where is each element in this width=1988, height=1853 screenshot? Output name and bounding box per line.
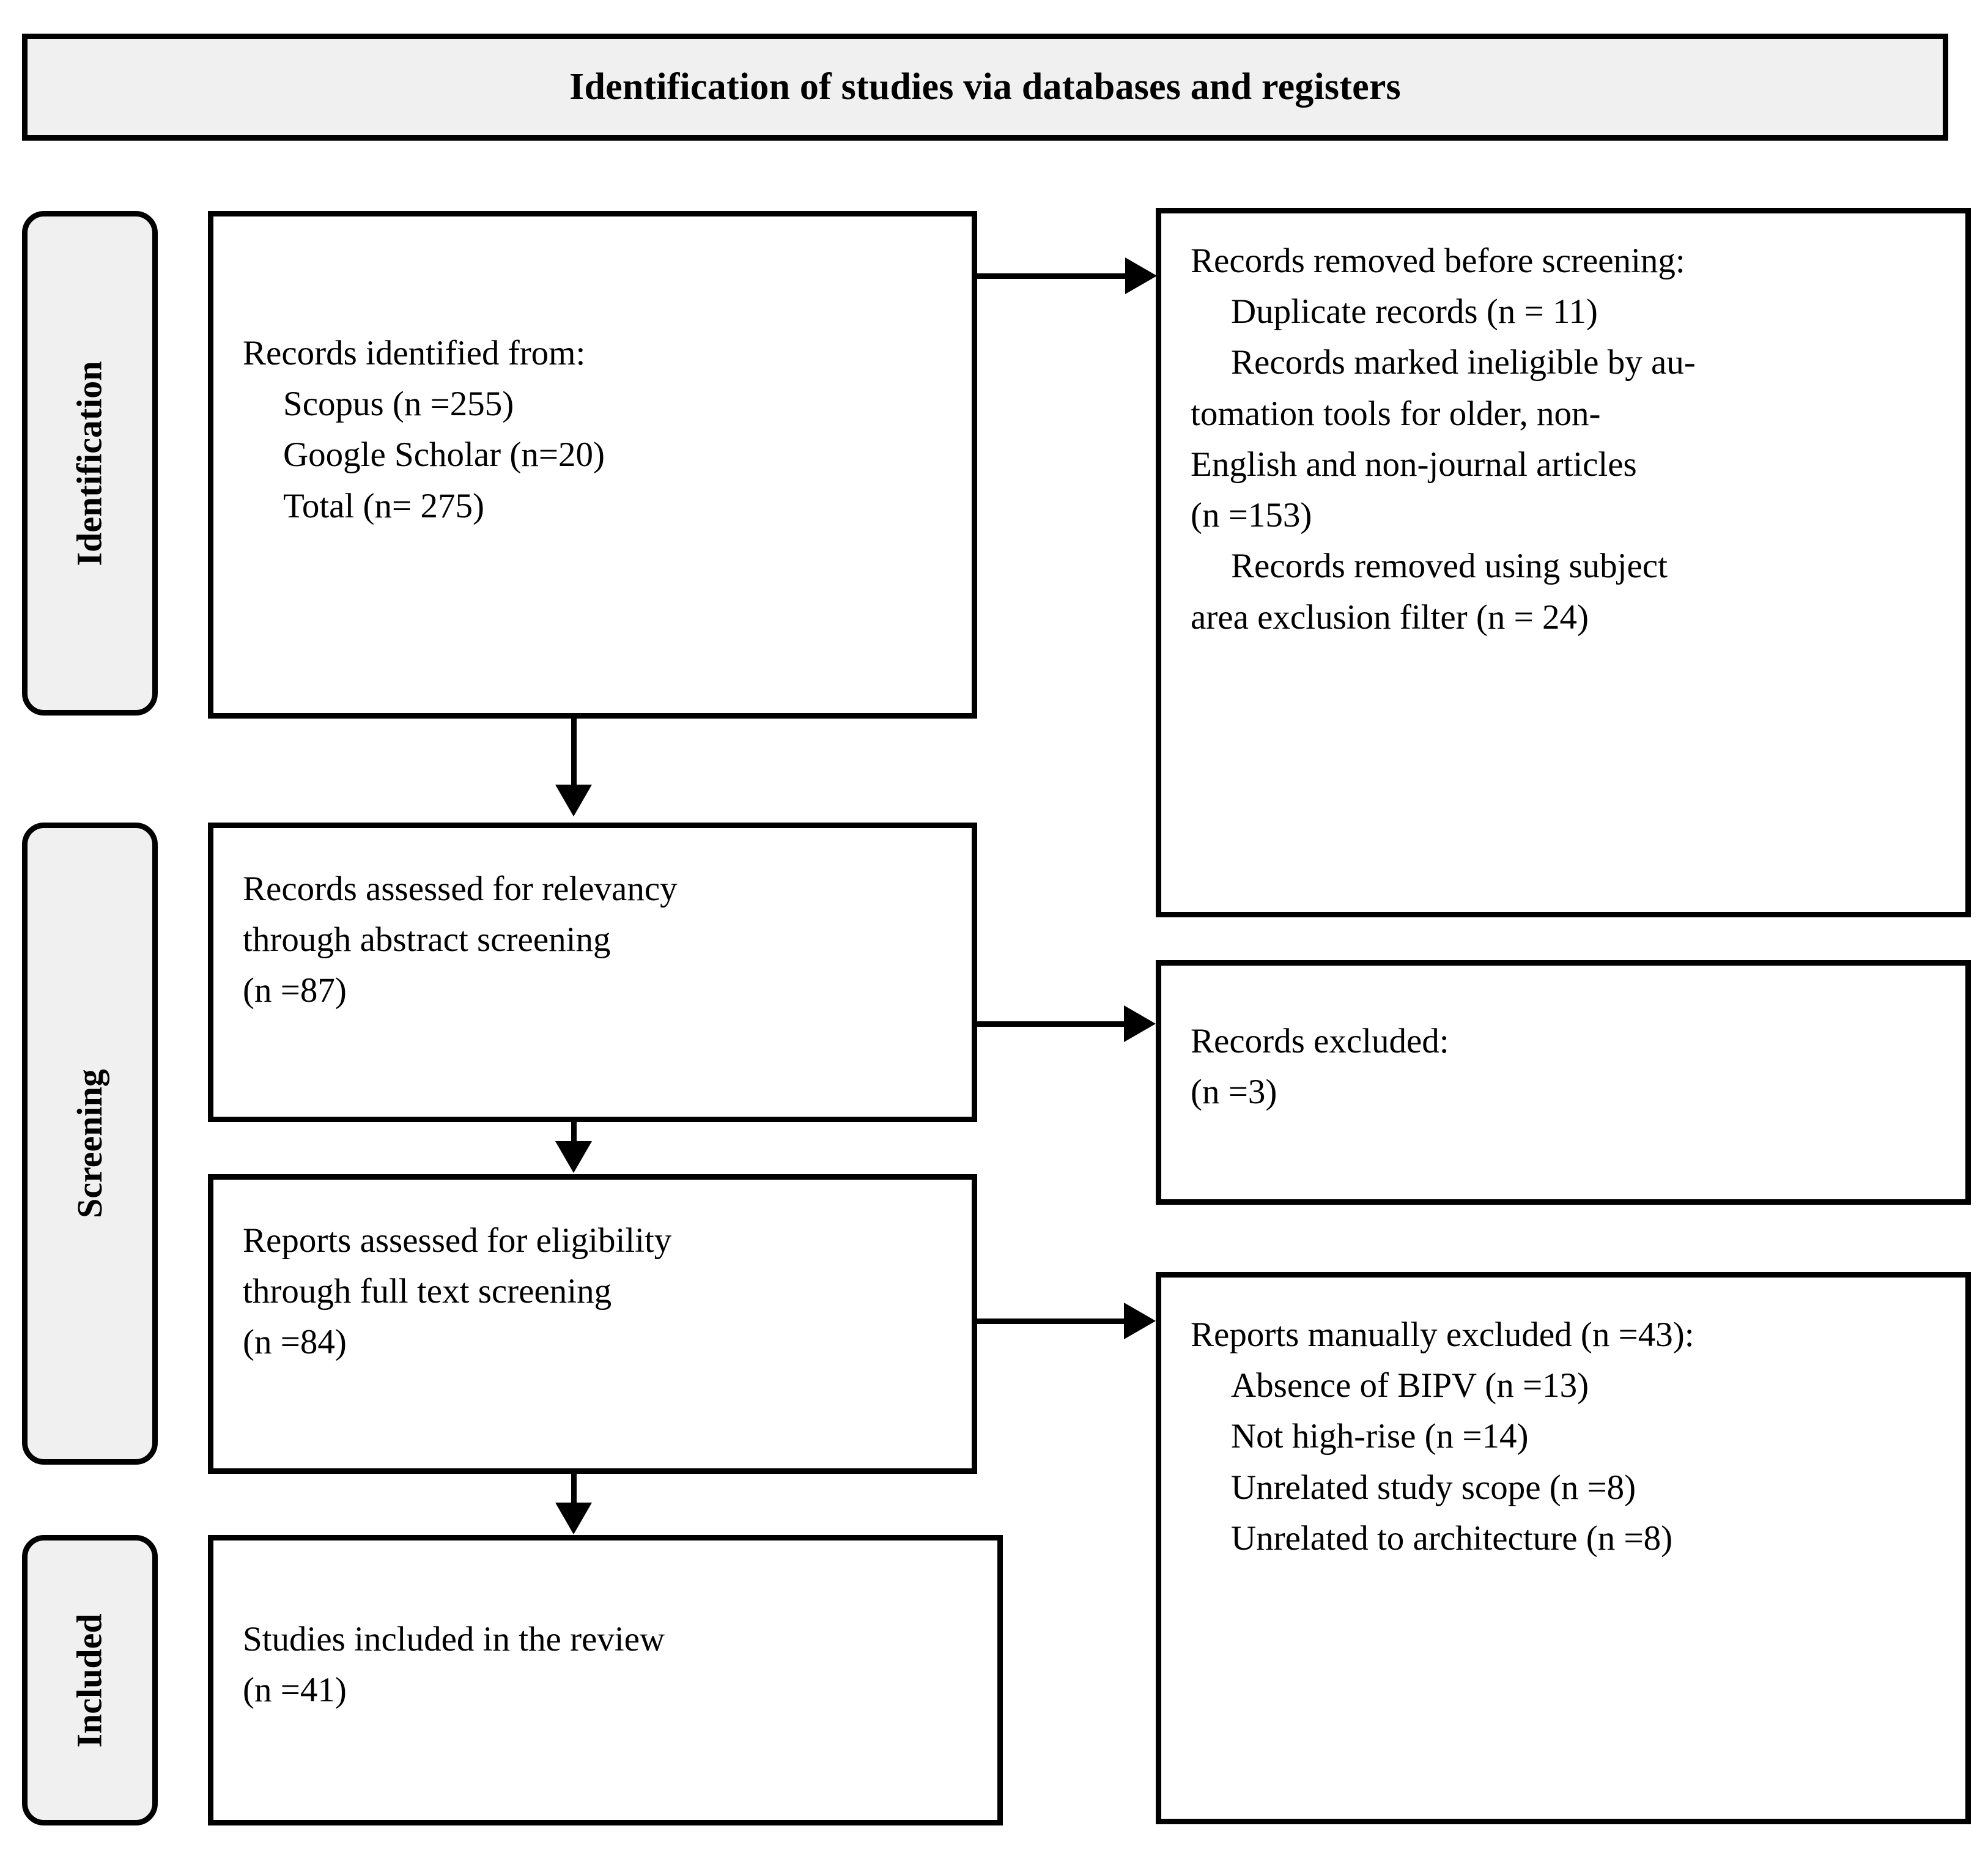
box-records-assessed-relevancy: Records assessed for relevancy through a… xyxy=(208,823,977,1122)
stage-label-identification-text: Identification xyxy=(70,360,109,566)
reports-manually-excluded-absence-bipv: Absence of BIPV (n =13) xyxy=(1231,1366,1589,1405)
records-removed-automation-line1: Records marked ineligible by au- xyxy=(1231,343,1696,382)
stage-label-included-text: Included xyxy=(70,1613,110,1748)
records-removed-subject-filter-line2: area exclusion filter (n = 24) xyxy=(1191,597,1589,637)
connector-eligibility-to-included xyxy=(571,1474,577,1507)
box-records-removed-before-screening: Records removed before screening: Duplic… xyxy=(1156,208,1971,917)
records-removed-heading: Records removed before screening: xyxy=(1191,242,1685,280)
box-records-identified: Records identified from: Scopus (n =255)… xyxy=(208,211,977,719)
records-removed-subject-filter-line1: Records removed using subject xyxy=(1231,547,1668,586)
arrow-right-icon-identified-to-removed xyxy=(1125,257,1157,294)
studies-included-count: (n =41) xyxy=(243,1671,347,1710)
reports-eligibility-line2: through full text screening xyxy=(243,1272,612,1311)
box-records-excluded: Records excluded: (n =3) xyxy=(1156,960,1971,1205)
arrow-down-icon-identified-to-relevancy xyxy=(555,785,592,816)
stage-label-screening-text: Screening xyxy=(70,1069,109,1218)
connector-identified-to-relevancy xyxy=(571,719,577,791)
reports-eligibility-count: (n =84) xyxy=(243,1323,347,1362)
stage-label-screening: Screening xyxy=(22,823,158,1465)
records-identified-total: Total (n= 275) xyxy=(283,486,484,525)
connector-identified-to-removed xyxy=(977,273,1136,279)
records-identified-heading: Records identified from: xyxy=(243,334,586,372)
box-studies-included: Studies included in the review (n =41) xyxy=(208,1535,1003,1825)
stage-label-included: Included xyxy=(22,1535,158,1825)
reports-manually-excluded-not-high-rise: Not high-rise (n =14) xyxy=(1231,1417,1529,1456)
arrow-down-icon-eligibility-to-included xyxy=(555,1503,592,1534)
records-removed-automation-line2: tomation tools for older, non- xyxy=(1191,394,1601,433)
records-relevancy-count: (n =87) xyxy=(243,971,347,1010)
box-reports-assessed-eligibility: Reports assessed for eligibility through… xyxy=(208,1174,977,1474)
records-relevancy-line2: through abstract screening xyxy=(243,920,611,960)
arrow-down-icon-relevancy-to-eligibility xyxy=(555,1141,592,1173)
records-excluded-count: (n =3) xyxy=(1191,1073,1277,1112)
diagram-title-banner: Identification of studies via databases … xyxy=(22,34,1948,141)
records-excluded-heading: Records excluded: xyxy=(1191,1022,1449,1060)
box-reports-manually-excluded: Reports manually excluded (n =43): Absen… xyxy=(1156,1272,1971,1824)
records-removed-duplicates: Duplicate records (n = 11) xyxy=(1231,292,1598,331)
records-relevancy-line1: Records assessed for relevancy xyxy=(243,870,678,908)
records-identified-source-google-scholar: Google Scholar (n=20) xyxy=(283,435,605,475)
reports-manually-excluded-unrelated-scope: Unrelated study scope (n =8) xyxy=(1231,1468,1636,1507)
records-removed-automation-line3: English and non-journal articles xyxy=(1191,445,1637,484)
stage-label-identification: Identification xyxy=(22,211,158,716)
connector-relevancy-to-excluded xyxy=(977,1021,1135,1027)
reports-manually-excluded-heading: Reports manually excluded (n =43): xyxy=(1191,1315,1694,1354)
studies-included-line1: Studies included in the review xyxy=(243,1620,665,1659)
connector-relevancy-to-eligibility xyxy=(571,1122,577,1147)
connector-eligibility-to-manually-excluded xyxy=(977,1319,1135,1324)
reports-manually-excluded-unrelated-architecture: Unrelated to architecture (n =8) xyxy=(1231,1518,1673,1558)
reports-eligibility-line1: Reports assessed for eligibility xyxy=(243,1221,672,1260)
records-removed-automation-line4: (n =153) xyxy=(1191,496,1312,535)
page-title: Identification of studies via databases … xyxy=(569,66,1401,108)
arrow-right-icon-eligibility-to-manually-excluded xyxy=(1124,1303,1156,1339)
arrow-right-icon-relevancy-to-excluded xyxy=(1124,1005,1156,1042)
records-identified-source-scopus: Scopus (n =255) xyxy=(283,385,514,424)
